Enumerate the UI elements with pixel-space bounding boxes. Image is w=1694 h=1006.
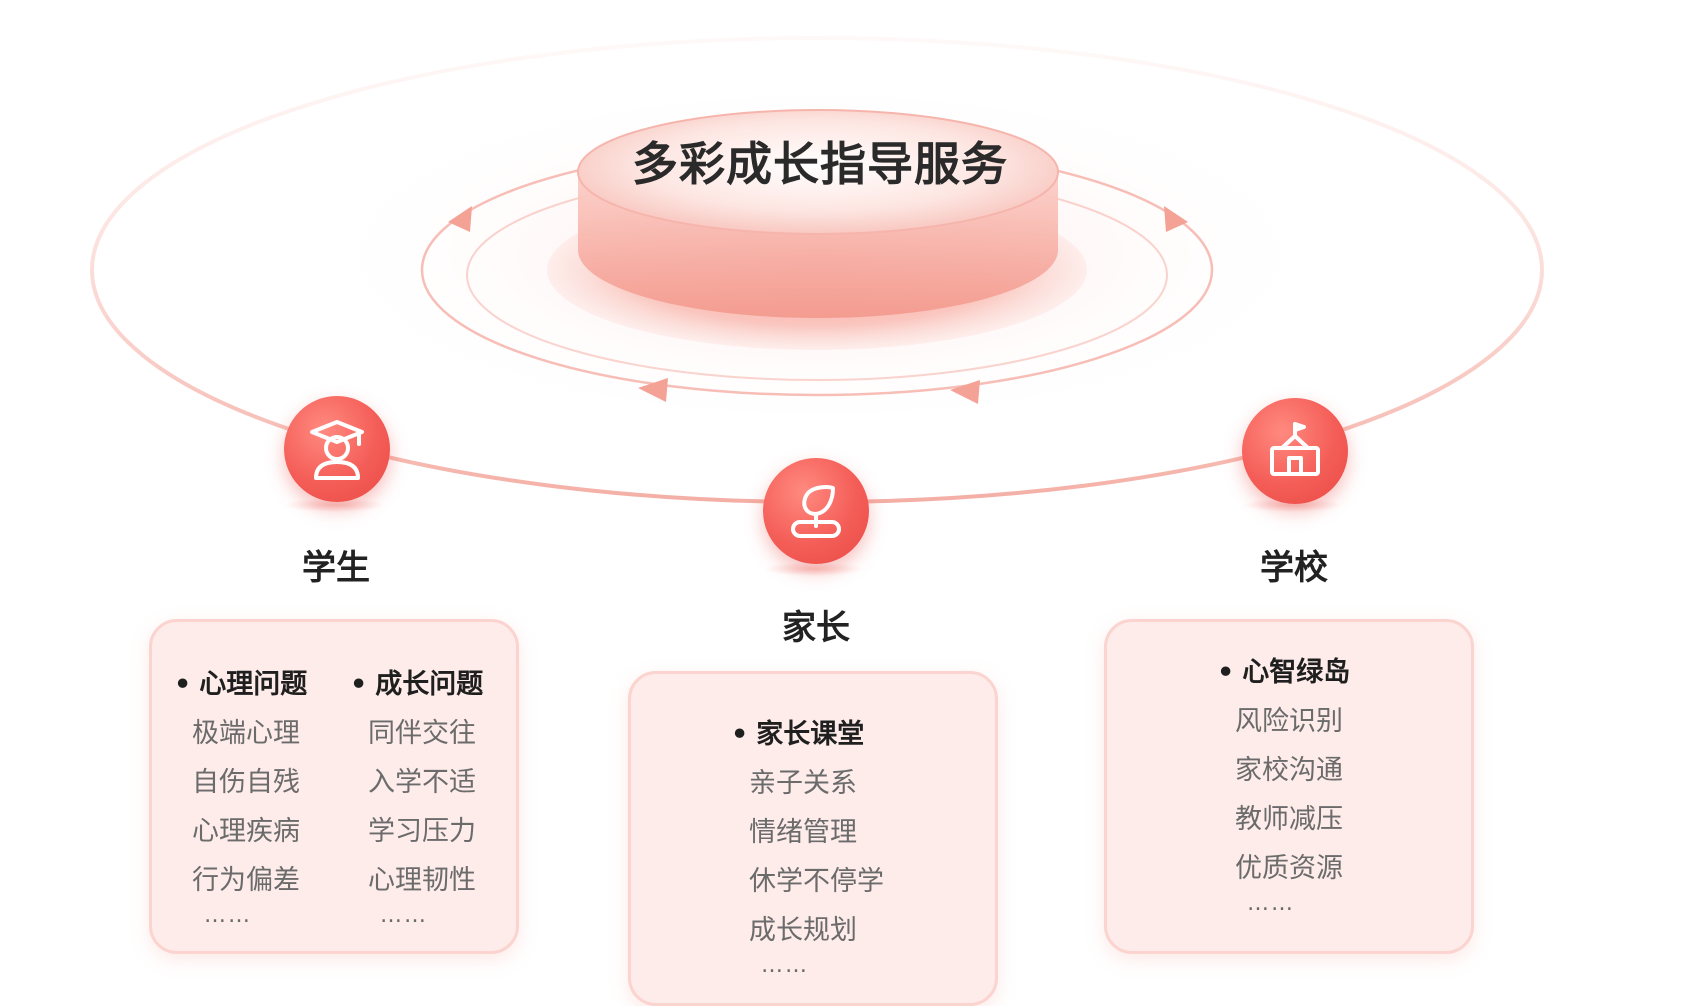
card-item: 极端心理 [192,718,300,749]
icon-shadow [763,562,863,576]
icon-shadow [1242,498,1342,512]
card-item: 心理韧性 [368,865,476,896]
card-item: 情绪管理 [749,817,857,848]
student-card: 心理问题 极端心理 自伤自残 心理疾病 行为偏差 …… 成长问题 同伴交往 入学… [149,619,519,954]
card-column: 心智绿岛 风险识别 家校沟通 教师减压 优质资源 …… [1217,648,1350,923]
card-item: 同伴交往 [368,718,476,749]
card-column: 成长问题 同伴交往 入学不适 学习压力 心理韧性 …… [350,660,483,935]
card-heading: 家长课堂 [731,710,884,759]
card-item: 心理疾病 [192,816,300,847]
card-more-ellipsis: …… [1247,891,1295,916]
orbit-arrow-icon [448,206,472,232]
card-heading: 心理问题 [174,660,307,709]
card-item: 成长规划 [749,915,857,946]
card-item: 学习压力 [368,816,476,847]
orbit-arrow-icon [638,378,668,402]
icon-shadow [284,498,384,512]
orbit-arrow-icon [950,380,980,404]
card-heading: 成长问题 [350,660,483,709]
card-more-ellipsis: …… [761,953,809,978]
hub-title: 多彩成长指导服务 [632,137,1008,191]
card-item: 休学不停学 [749,866,884,897]
card-item: 家校沟通 [1235,755,1343,786]
platform-cylinder-top [577,109,1059,235]
card-item: 自伤自残 [192,767,300,798]
parent-card: 家长课堂 亲子关系 情绪管理 休学不停学 成长规划 …… [628,671,998,1006]
card-item: 优质资源 [1235,853,1343,884]
card-item: 亲子关系 [749,768,857,799]
card-item: 教师减压 [1235,804,1343,835]
card-item: 入学不适 [368,767,476,798]
card-more-ellipsis: …… [380,903,428,928]
card-more-ellipsis: …… [204,903,252,928]
card-item: 风险识别 [1235,706,1343,737]
orbit-arrow-icon [1164,206,1188,232]
node-label-student: 学生 [302,548,370,588]
node-label-parent: 家长 [782,608,850,648]
student-node-icon [284,396,390,502]
school-node-icon [1242,398,1348,504]
card-column: 心理问题 极端心理 自伤自残 心理疾病 行为偏差 …… [174,660,307,935]
parent-hands-icon [791,485,841,538]
school-card: 心智绿岛 风险识别 家校沟通 教师减压 优质资源 …… [1104,619,1474,954]
card-item: 行为偏差 [192,865,300,896]
graduate-student-icon [310,420,364,480]
parent-node-icon [763,458,869,564]
card-heading: 心智绿岛 [1217,648,1350,697]
node-label-school: 学校 [1260,548,1328,588]
school-building-icon [1270,422,1320,476]
card-column: 家长课堂 亲子关系 情绪管理 休学不停学 成长规划 …… [731,710,884,985]
